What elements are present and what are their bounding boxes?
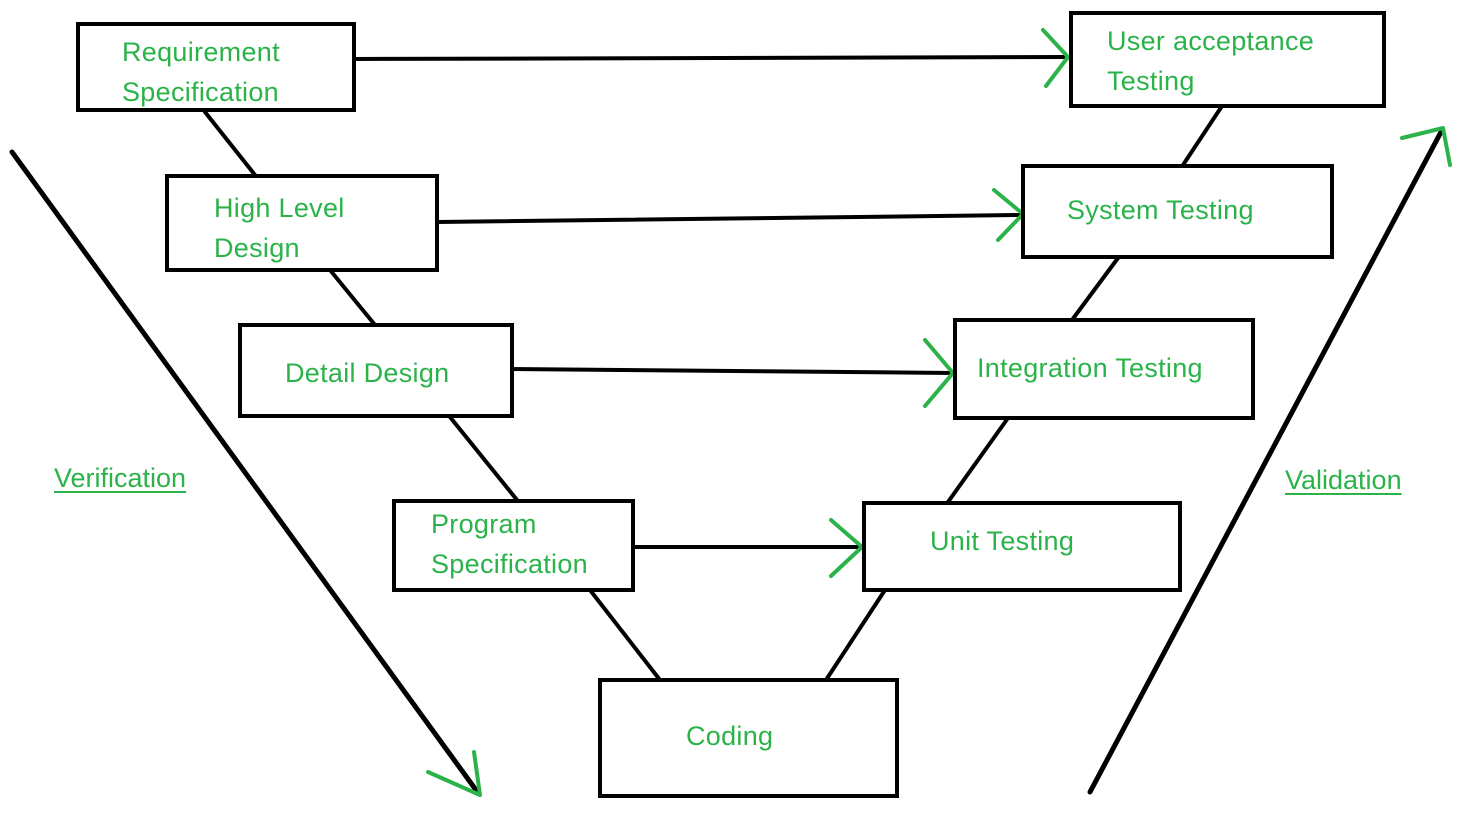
requirement-specification-box: Requirement Specification	[76, 22, 356, 112]
user-acceptance-testing-label: User acceptance Testing	[1107, 26, 1315, 96]
high-level-design-box: High Level Design	[165, 174, 439, 272]
arrow-hld-to-system	[435, 213, 1024, 224]
coding-label: Coding	[686, 721, 774, 751]
connector-hld-to-detail	[328, 268, 377, 327]
user-acceptance-testing-box: User acceptance Testing	[1069, 11, 1386, 108]
connector-uat-to-system	[1181, 104, 1224, 167]
verification-label: Verification	[54, 463, 187, 493]
system-testing-box: System Testing	[1021, 164, 1334, 259]
validation-label: Validation	[1285, 465, 1402, 495]
verification-arrowhead	[426, 750, 482, 797]
coding-box: Coding	[598, 678, 899, 798]
system-testing-label: System Testing	[1067, 195, 1254, 225]
connector-unit-to-coding	[824, 588, 887, 682]
unit-testing-label: Unit Testing	[930, 526, 1075, 556]
verification-arrow-shaft	[9, 149, 479, 793]
integration-testing-label: Integration Testing	[977, 353, 1203, 383]
validation-arrowhead	[1400, 126, 1452, 167]
connector-detail-to-program	[448, 415, 519, 502]
connector-system-to-integration	[1070, 256, 1120, 322]
validation-arrow-shaft	[1087, 129, 1444, 795]
arrow-req-to-uat	[353, 55, 1070, 61]
program-specification-box: Program Specification	[392, 499, 635, 592]
connector-integration-to-unit	[946, 416, 1010, 504]
connector-program-to-coding	[588, 588, 662, 682]
integration-testing-box: Integration Testing	[953, 318, 1255, 420]
high-level-design-label: High Level Design	[214, 193, 345, 263]
connector-req-to-hld	[203, 110, 257, 177]
detail-design-box: Detail Design	[238, 323, 514, 418]
arrow-detail-to-integration	[508, 367, 955, 375]
detail-design-label: Detail Design	[285, 358, 450, 388]
arrowhead-uat	[1041, 28, 1070, 88]
program-specification-label: Program Specification	[431, 509, 588, 579]
unit-testing-box: Unit Testing	[862, 501, 1182, 592]
requirement-specification-label: Requirement Specification	[122, 37, 280, 107]
